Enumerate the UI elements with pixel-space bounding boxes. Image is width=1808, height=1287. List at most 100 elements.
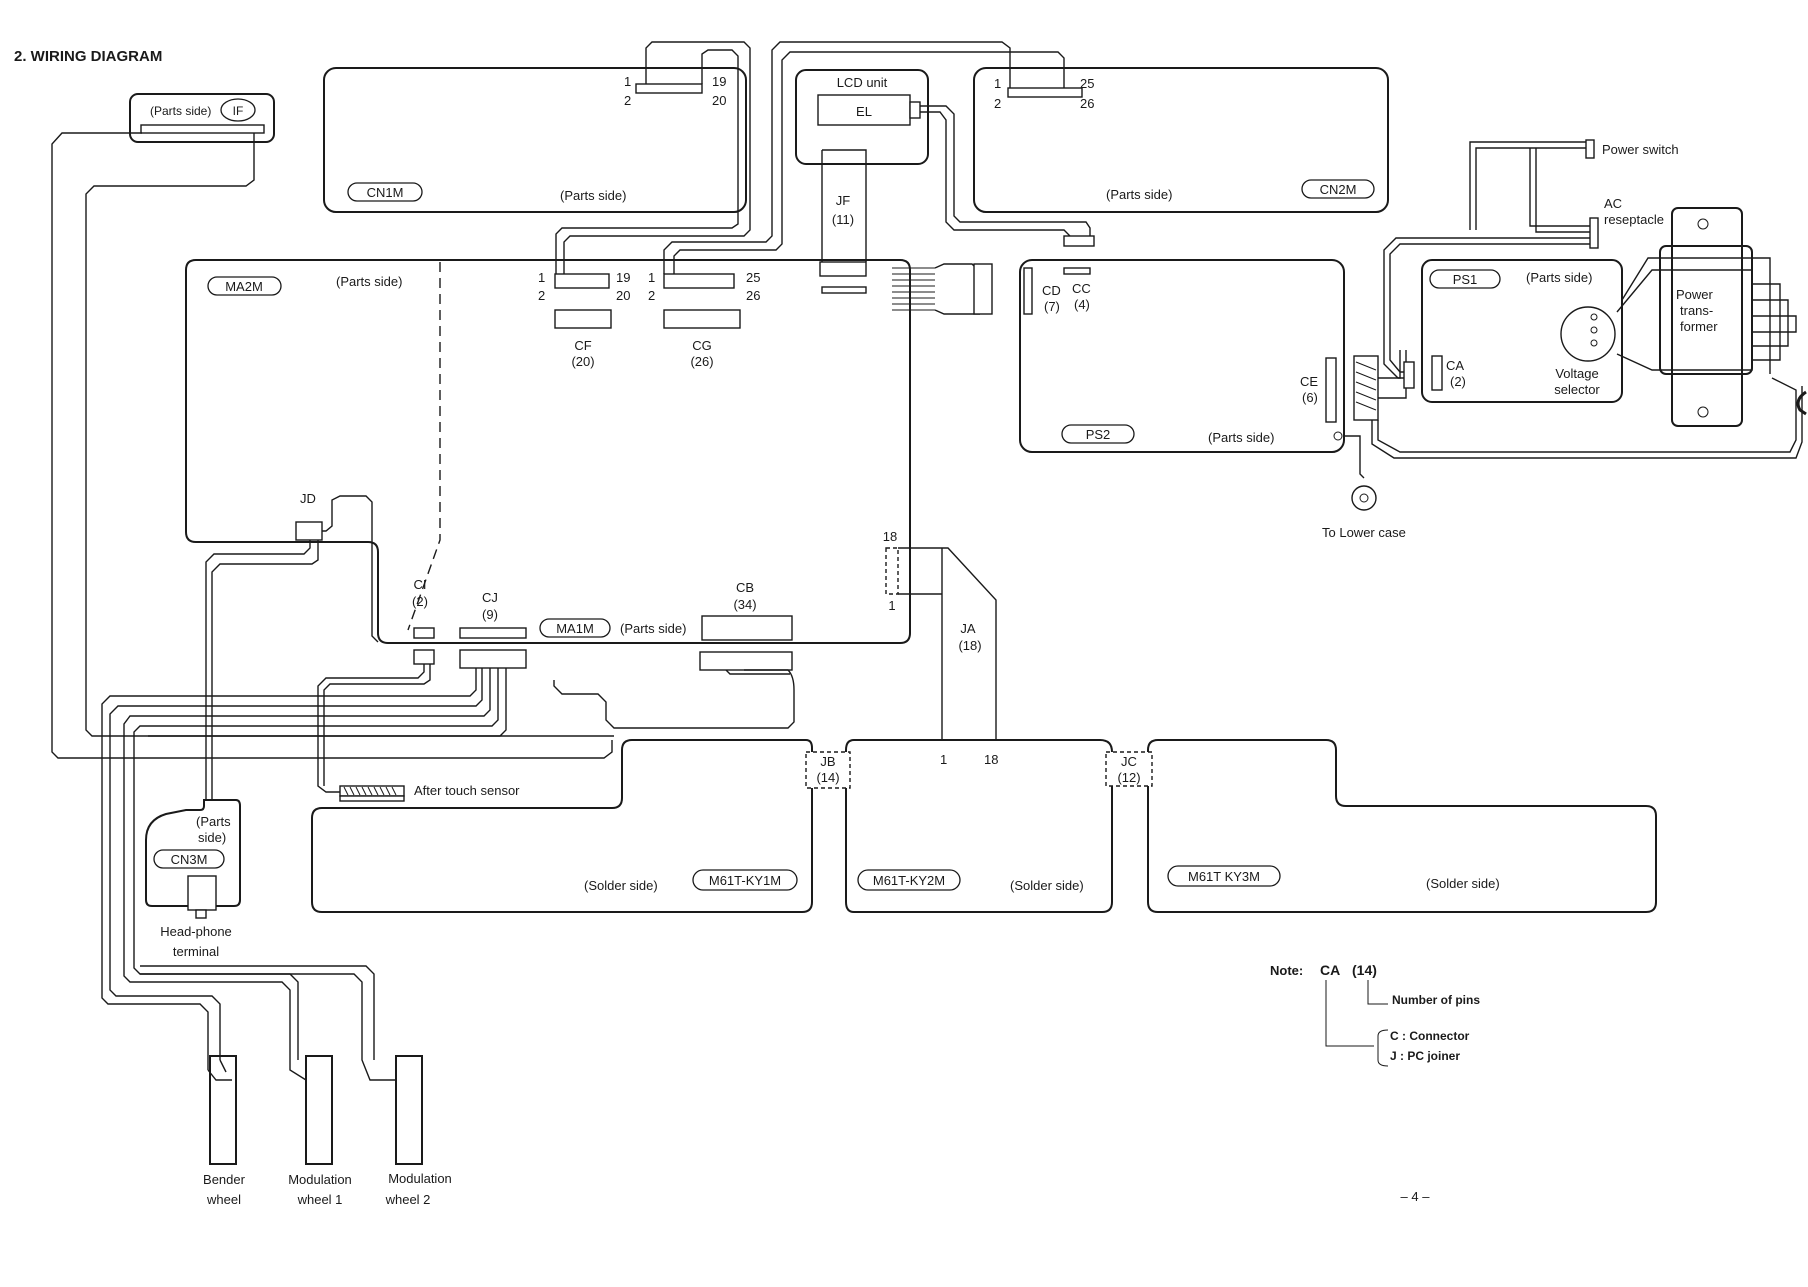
board-if: (Parts side) IF [129, 93, 275, 143]
bender-wheel: Bender wheel [203, 1055, 246, 1207]
note-pins-label: Number of pins [1392, 993, 1480, 1007]
cn1m-label: CN1M [367, 185, 404, 200]
cj-connector [459, 627, 527, 639]
transformer-label-3: former [1680, 319, 1718, 334]
cn2m-connector [1007, 87, 1083, 98]
ci-pins: (2) [412, 594, 428, 609]
wire-harness [51, 41, 1095, 1081]
voltage-selector-dial [1560, 306, 1616, 362]
cn2m-parts-side: (Parts side) [1106, 187, 1172, 202]
transformer-label-2: trans- [1680, 303, 1713, 318]
ma1m-label: MA1M [556, 621, 594, 636]
mod2-label-1: Modulation [388, 1171, 452, 1186]
headphone-label-2: terminal [173, 944, 219, 959]
modulation-wheel-2: Modulation wheel 2 [385, 1055, 452, 1207]
jd-connector [295, 521, 323, 541]
ps1-label: PS1 [1453, 272, 1478, 287]
ky1m-label-pill [692, 869, 798, 891]
cn2m-pin-2: 2 [994, 96, 1001, 111]
ma2m-parts-side: (Parts side) [336, 274, 402, 289]
ps2-parts-side: (Parts side) [1208, 430, 1274, 445]
ky2m-label-pill [857, 869, 961, 891]
cg-pin-2: 2 [648, 288, 655, 303]
cn1m-connector [635, 83, 703, 94]
mod2-label-2: wheel 2 [385, 1192, 431, 1207]
if-connector [140, 124, 265, 134]
mod1-label-2: wheel 1 [297, 1192, 343, 1207]
board-cn2m: CN2M (Parts side) 1 2 25 26 [973, 67, 1389, 213]
ps1-label-pill [1429, 269, 1501, 289]
cf-pin-19: 19 [616, 270, 630, 285]
ja-top-pin-1: 1 [888, 598, 895, 613]
lcd-unit: LCD unit EL [795, 69, 929, 165]
cj-label: CJ [482, 590, 498, 605]
jc-label: JC [1121, 754, 1137, 769]
ma2m-label: MA2M [225, 279, 263, 294]
cg-connector [663, 309, 741, 329]
jb-label: JB [820, 754, 835, 769]
headphone-jack [187, 875, 217, 911]
ky1m-label: M61T-KY1M [709, 873, 781, 888]
bender-label-2: wheel [206, 1192, 241, 1207]
cf-header [554, 273, 610, 289]
modulation-wheel-1: Modulation wheel 1 [288, 1055, 352, 1207]
ja-bottom-pin-18: 18 [984, 752, 998, 767]
note-example-pins: (14) [1352, 962, 1377, 978]
board-ps1: PS1 (Parts side) CA (2) Voltage selector [1421, 259, 1623, 403]
jf-joiner [819, 261, 867, 277]
cn1m-pin-2: 2 [624, 93, 631, 108]
cn1m-label-pill [347, 182, 423, 202]
ac-label-2: reseptacle [1604, 212, 1664, 227]
cg-pin-25: 25 [746, 270, 760, 285]
cd-label: CD [1042, 283, 1061, 298]
ci-connector [413, 627, 435, 639]
cn3m-label: CN3M [171, 852, 208, 867]
el-connector [909, 101, 921, 119]
ja-top-pin-18: 18 [883, 529, 897, 544]
if-label-pill [220, 98, 256, 122]
cn2m-pin-1: 1 [994, 76, 1001, 91]
cn2m-label-pill [1301, 179, 1375, 199]
cf-label: CF [574, 338, 591, 353]
cn2m-pin-26: 26 [1080, 96, 1094, 111]
jf-label: JF [836, 193, 851, 208]
power-switch: Power switch [1585, 139, 1679, 159]
ac-label-1: AC [1604, 196, 1622, 211]
note-prefix: Note: [1270, 963, 1303, 978]
ky1m-solder-side: (Solder side) [584, 878, 658, 893]
jf-pins: (11) [832, 212, 854, 227]
el-label: EL [856, 104, 872, 119]
cc-connector [1063, 267, 1091, 275]
ps2-label: PS2 [1086, 427, 1111, 442]
ce-label: CE [1300, 374, 1318, 389]
voltage-label-2: selector [1554, 382, 1600, 397]
ps2-label-pill [1061, 424, 1135, 444]
voltage-label-1: Voltage [1555, 366, 1598, 381]
ce-pins: (6) [1302, 390, 1318, 405]
board-ky3m: M61T KY3M (Solder side) [1147, 739, 1657, 913]
board-ma2m-ma1m: MA2M (Parts side) MA1M (Parts side) 1 2 … [185, 193, 935, 644]
note-connector-def: C : Connector [1390, 1029, 1470, 1043]
power-transformer: Power trans- former [1659, 207, 1753, 427]
cf-connector [554, 309, 612, 329]
board-cn3m: (Parts side) CN3M Head-phone terminal [145, 799, 241, 959]
cb-connector [701, 615, 793, 641]
lower-case-label: To Lower case [1322, 525, 1406, 540]
note-legend: Note: CA (14) Number of pins C : Connect… [1270, 962, 1480, 1067]
ma2m-label-pill [207, 276, 282, 296]
cd-wire-fan [892, 267, 935, 311]
if-parts-side: (Parts side) [150, 104, 211, 118]
cj-pins: (9) [482, 607, 498, 622]
ky3m-solder-side: (Solder side) [1426, 876, 1500, 891]
lcd-title: LCD unit [837, 75, 888, 90]
page-number: – 4 – [1401, 1189, 1431, 1204]
cg-pins: (26) [690, 354, 713, 369]
board-ky2m: M61T-KY2M (Solder side) 1 18 [845, 739, 1113, 913]
ky2m-label: M61T-KY2M [873, 873, 945, 888]
ja-bottom-pin-1: 1 [940, 752, 947, 767]
cn2m-pin-25: 25 [1080, 76, 1094, 91]
cf-pin-20: 20 [616, 288, 630, 303]
ca-connector [1431, 355, 1443, 391]
